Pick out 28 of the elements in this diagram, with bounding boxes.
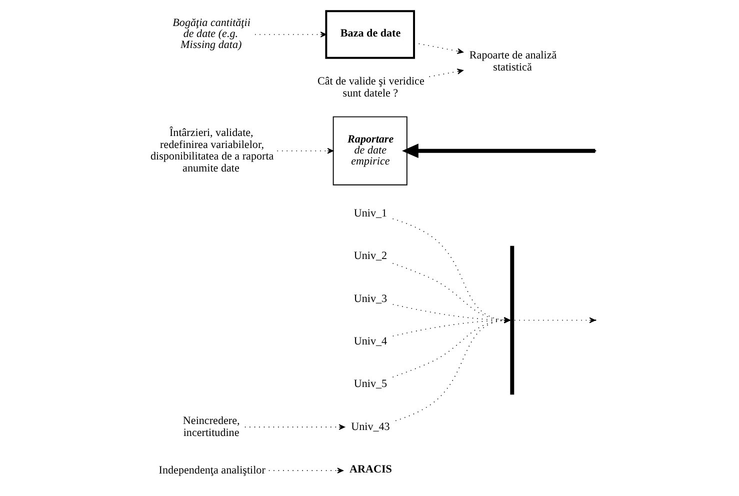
node-bar xyxy=(510,246,514,395)
node-text: Independenţa analiştilor xyxy=(158,464,265,477)
arrow xyxy=(428,68,463,78)
arrow xyxy=(392,317,510,336)
node-text: Întârzieri, validate, redefinirea variabilelor, disponibilitatea de a raporta anumite date xyxy=(150,126,274,175)
arrow xyxy=(276,148,334,154)
arrow xyxy=(394,318,510,422)
node-box: Baza de date xyxy=(324,10,415,59)
node-text: Neincredere, incertitudine xyxy=(182,415,240,439)
arrow xyxy=(254,32,326,38)
node-text: Univ_3 xyxy=(353,292,387,305)
node-text: Rapoarte de analiză statistică xyxy=(468,49,556,74)
node-box: Raportare de date empirice xyxy=(332,116,407,186)
node-text: Univ_2 xyxy=(353,250,387,262)
arrow xyxy=(244,424,345,430)
node-text: Univ_5 xyxy=(353,378,387,390)
node-text: Bogăţia cantităţii de date (e.g. Missing data) xyxy=(172,16,250,52)
arrow xyxy=(268,468,343,474)
arrow xyxy=(392,218,510,323)
arrow xyxy=(392,318,510,378)
node-text: Univ_4 xyxy=(353,336,387,348)
arrow xyxy=(392,304,510,324)
node-text: Univ_43 xyxy=(350,420,390,433)
node-text: Cât de valide şi veridice sunt datele ? xyxy=(316,76,424,100)
arrow xyxy=(402,144,595,158)
arrow xyxy=(392,262,510,323)
node-text: Univ_1 xyxy=(353,207,387,220)
node-text: ARACIS xyxy=(349,464,392,476)
